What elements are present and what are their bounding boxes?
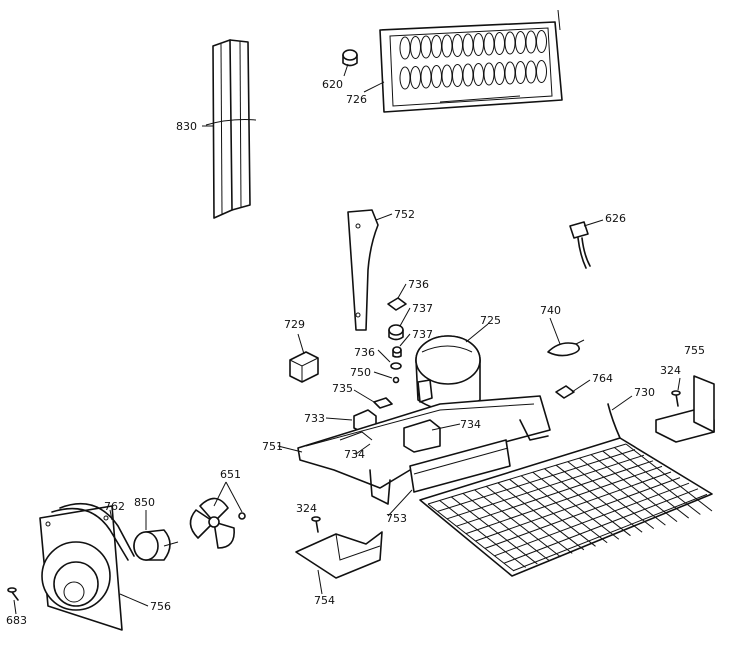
label-850: 850 [134, 496, 155, 509]
label-736-top: 736 [408, 278, 429, 291]
label-620: 620 [322, 78, 343, 91]
label-752: 752 [394, 208, 415, 221]
label-735: 735 [332, 382, 353, 395]
screw-683 [7, 587, 19, 601]
label-651: 651 [220, 468, 241, 481]
label-324-right: 324 [660, 364, 681, 377]
part-755-bracket [655, 375, 715, 443]
label-764: 764 [592, 372, 613, 385]
label-750: 750 [350, 366, 371, 379]
part-752-bracket [347, 209, 379, 331]
label-755: 755 [684, 344, 705, 357]
label-626: 626 [605, 212, 626, 225]
grommets-736-737 [387, 297, 407, 384]
part-764-clip [555, 385, 575, 399]
part-735-capacitor [373, 397, 393, 409]
label-734-right: 734 [460, 418, 481, 431]
part-753-rail [409, 439, 511, 493]
part-850-fan-motor [133, 529, 179, 561]
part-730-condenser [419, 403, 713, 577]
part-729-relay [289, 351, 319, 383]
label-733: 733 [304, 412, 325, 425]
part-756-fan-shroud [39, 505, 123, 631]
label-730: 730 [634, 386, 655, 399]
label-683: 683 [6, 614, 27, 627]
label-737-mid: 737 [412, 328, 433, 341]
label-756: 756 [150, 600, 171, 613]
leader-lines [13, 63, 681, 615]
part-754-support [295, 531, 383, 579]
part-762-bracket [51, 502, 135, 561]
label-734-left: 734 [344, 448, 365, 461]
label-736-mid: 736 [354, 346, 375, 359]
screw-324-b [311, 516, 321, 533]
label-737-top: 737 [412, 302, 433, 315]
part-725-compressor [415, 335, 481, 411]
part-751-base [297, 395, 551, 505]
label-729: 729 [284, 318, 305, 331]
label-324-left: 324 [296, 502, 317, 515]
label-754: 754 [314, 594, 335, 607]
label-725: 725 [480, 314, 501, 327]
label-762: 762 [104, 500, 125, 513]
label-830: 830 [176, 120, 197, 133]
label-740: 740 [540, 304, 561, 317]
part-labels: 830 620 726 752 626 736 737 737 729 736 … [6, 78, 705, 627]
part-830-channel [205, 39, 257, 219]
label-753: 753 [386, 512, 407, 525]
part-740-clip [547, 339, 585, 357]
part-651-fan-blade [189, 497, 246, 549]
screw-324-a [671, 390, 681, 407]
label-751: 751 [262, 440, 283, 453]
part-726-evaporator [379, 9, 563, 113]
part-620-clip [342, 49, 358, 67]
label-726: 726 [346, 93, 367, 106]
part-626-thermostat [569, 221, 591, 269]
